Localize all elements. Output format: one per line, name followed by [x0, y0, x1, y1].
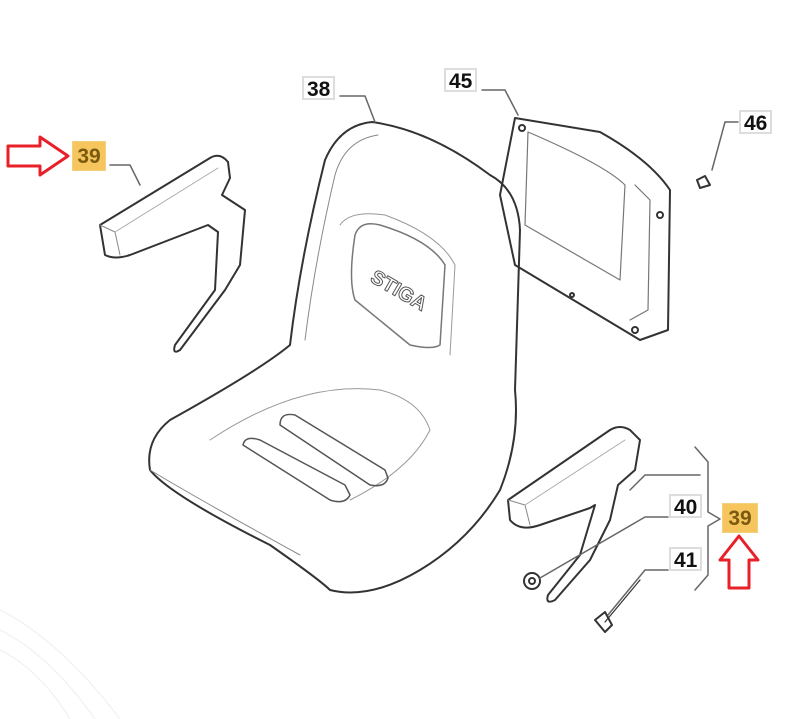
armrest-left-part-39 [99, 154, 246, 353]
seat-part-38: STIGA [148, 121, 521, 594]
callout-45[interactable]: 45 [444, 68, 478, 93]
armrest-right-part-39 [507, 426, 641, 603]
arrow-right-icon [6, 135, 70, 177]
callout-39-left[interactable]: 39 [72, 141, 106, 171]
svg-text:STIGA: STIGA [367, 266, 431, 316]
nut-part-40 [523, 572, 541, 590]
clip-part-46 [696, 175, 711, 189]
leader-line-39-left [109, 164, 141, 186]
callout-40[interactable]: 40 [669, 494, 703, 519]
callout-38[interactable]: 38 [302, 76, 336, 101]
callout-41[interactable]: 41 [669, 547, 703, 572]
leader-line-41 [607, 569, 669, 616]
backplate-part-45 [499, 117, 671, 341]
leader-line-38 [339, 95, 376, 123]
callout-46[interactable]: 46 [739, 110, 773, 135]
screw-part-41 [594, 579, 641, 633]
group-bracket [694, 446, 721, 591]
callout-39-right[interactable]: 39 [722, 503, 758, 533]
background-watermark [0, 609, 121, 719]
leader-line-40 [539, 516, 669, 579]
arrow-up-icon [718, 534, 760, 590]
leader-line-39-group [629, 474, 701, 491]
leader-line-45 [481, 89, 519, 116]
leader-line-46 [711, 121, 739, 171]
